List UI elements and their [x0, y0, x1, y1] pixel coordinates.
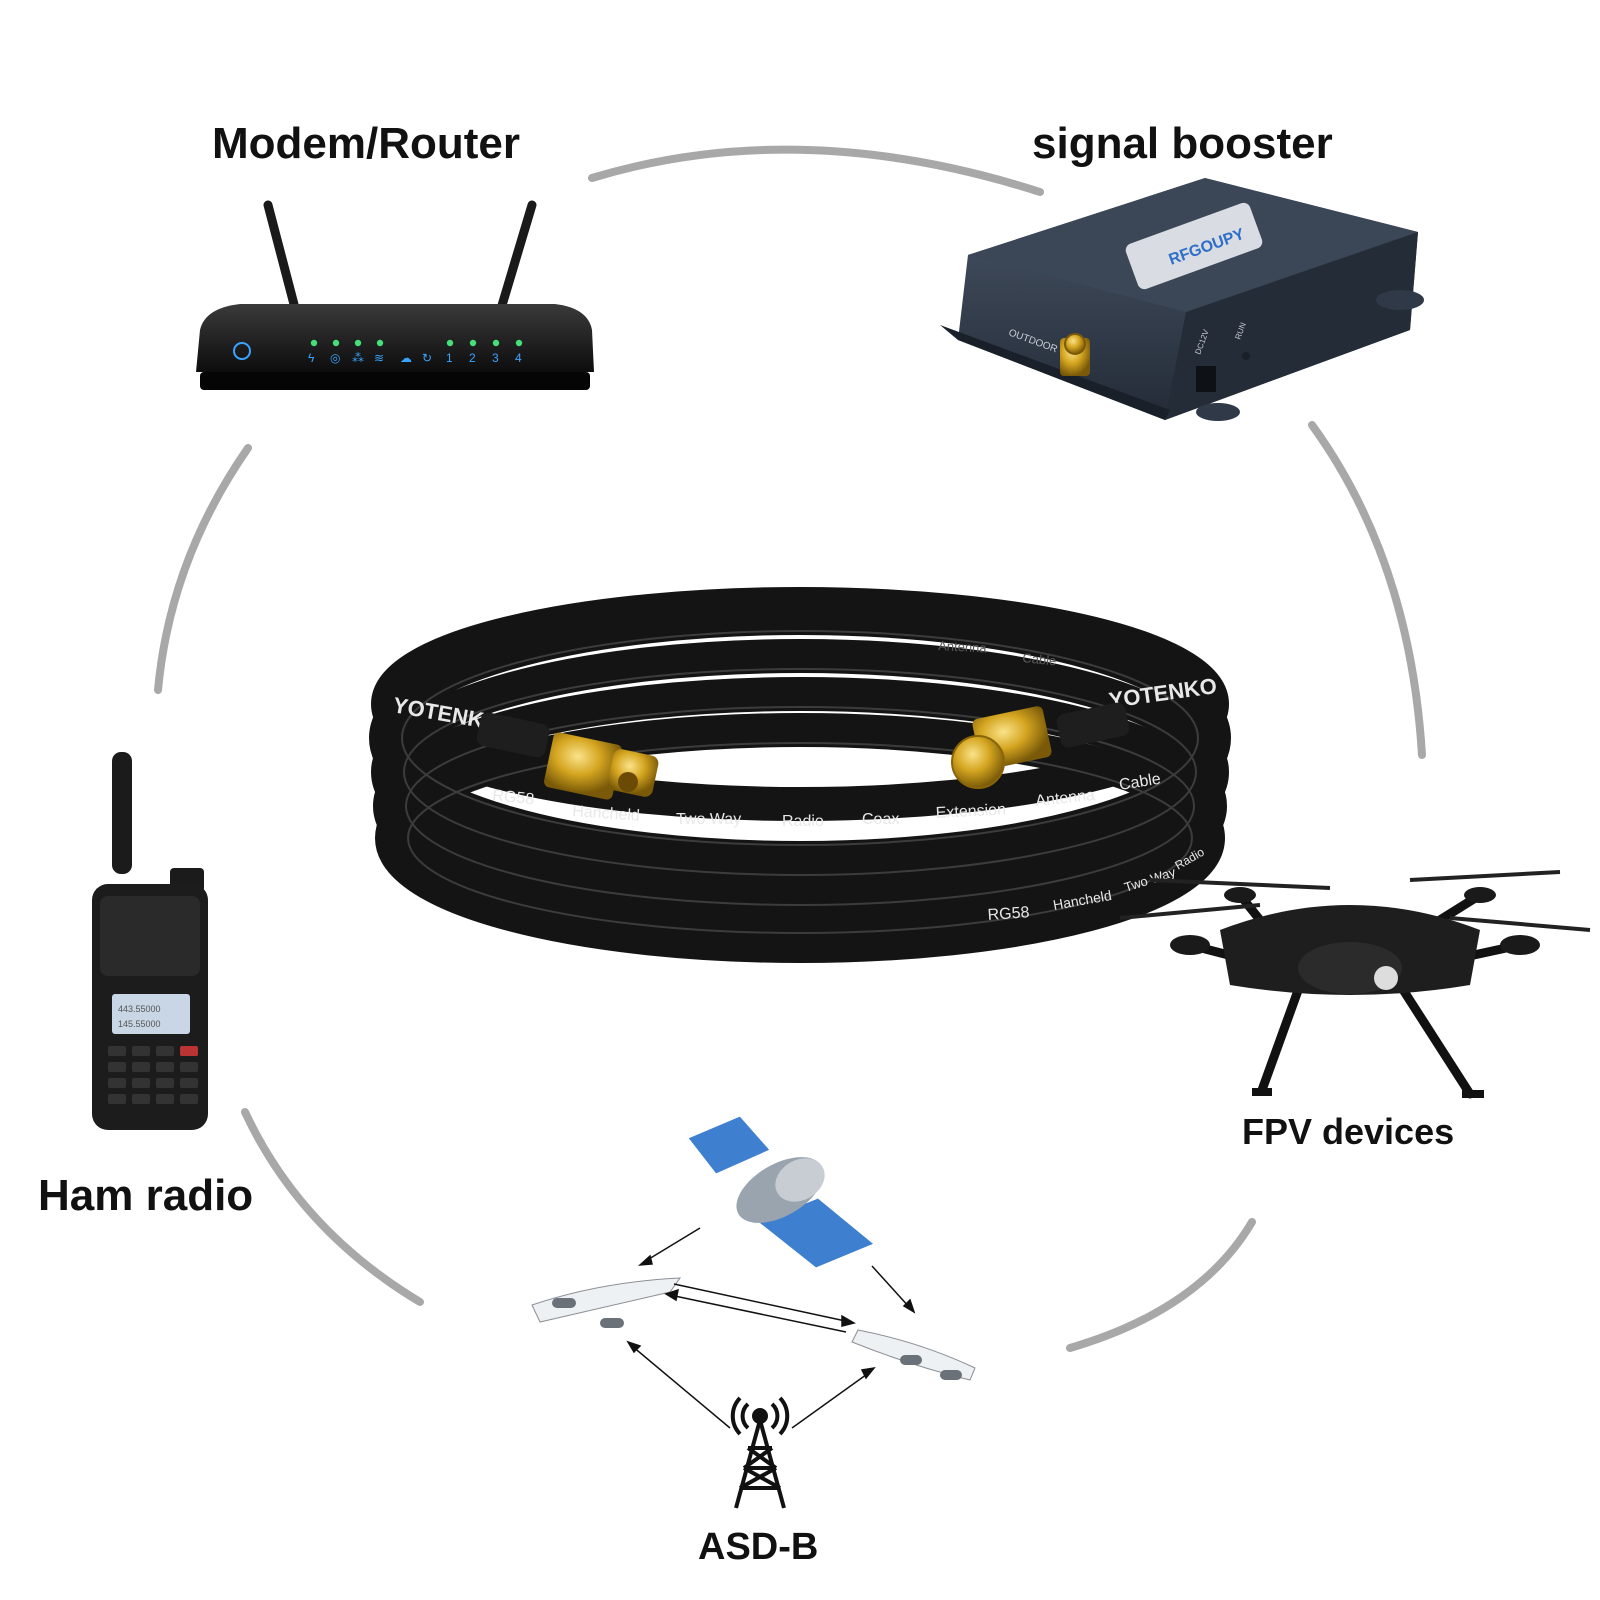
svg-text:Coax: Coax	[862, 811, 899, 828]
signal-arrows	[626, 1227, 916, 1429]
arc-bottom-left	[241, 1108, 424, 1306]
svg-text:1: 1	[446, 351, 453, 365]
radio-tower	[730, 1396, 790, 1509]
label-modem-router: Modem/Router	[212, 119, 520, 168]
svg-text:Two Way: Two Way	[676, 811, 741, 828]
satellite	[687, 1115, 875, 1269]
label-signal-booster: signal booster	[1032, 119, 1333, 168]
svg-text:Extension: Extension	[935, 801, 1006, 822]
svg-text:Antenna: Antenna	[938, 638, 988, 656]
svg-text:↻: ↻	[422, 351, 432, 365]
airplane-right	[851, 1329, 976, 1381]
sma-connectors	[476, 702, 1130, 800]
arc-top	[588, 145, 1044, 196]
svg-text:⁂: ⁂	[352, 351, 364, 365]
svg-text:Hancheld: Hancheld	[572, 803, 641, 825]
svg-text:◎: ◎	[330, 351, 340, 365]
svg-text:2: 2	[469, 351, 476, 365]
svg-text:Antenna: Antenna	[1035, 787, 1096, 810]
svg-text:145.55000: 145.55000	[118, 1019, 161, 1029]
svg-text:RG58: RG58	[492, 787, 535, 808]
arc-right	[1308, 421, 1426, 759]
arc-bottom-right	[1066, 1218, 1256, 1352]
asdb-scene-image	[531, 1115, 976, 1509]
drone-image	[1119, 870, 1591, 1099]
svg-text:ϟ: ϟ	[308, 351, 315, 365]
label-asdb: ASD-B	[698, 1526, 819, 1568]
airplane-left	[531, 1277, 682, 1328]
svg-text:Cable: Cable	[1118, 771, 1162, 794]
ham-radio-image: 443.55000 145.55000	[92, 752, 208, 1130]
svg-text:Radio: Radio	[782, 813, 824, 830]
coax-cable-image	[369, 587, 1231, 963]
arc-left	[154, 444, 252, 694]
label-fpv-devices: FPV devices	[1242, 1111, 1455, 1152]
label-ham-radio: Ham radio	[38, 1171, 254, 1220]
svg-text:443.55000: 443.55000	[118, 1004, 161, 1014]
router-image: ϟ ◎ ⁂ ≋ ☁ ↻ 1 2 3 4	[196, 200, 594, 390]
svg-text:≋: ≋	[374, 351, 384, 365]
svg-text:☁: ☁	[400, 351, 412, 365]
svg-text:3: 3	[492, 351, 499, 365]
signal-booster-image: RFGOUPY OUTDOOR DC12V RUN	[940, 178, 1424, 421]
svg-text:RG58: RG58	[987, 904, 1030, 924]
connecting-arcs	[154, 145, 1426, 1352]
svg-text:4: 4	[515, 351, 522, 365]
svg-text:Cable: Cable	[1022, 650, 1057, 668]
